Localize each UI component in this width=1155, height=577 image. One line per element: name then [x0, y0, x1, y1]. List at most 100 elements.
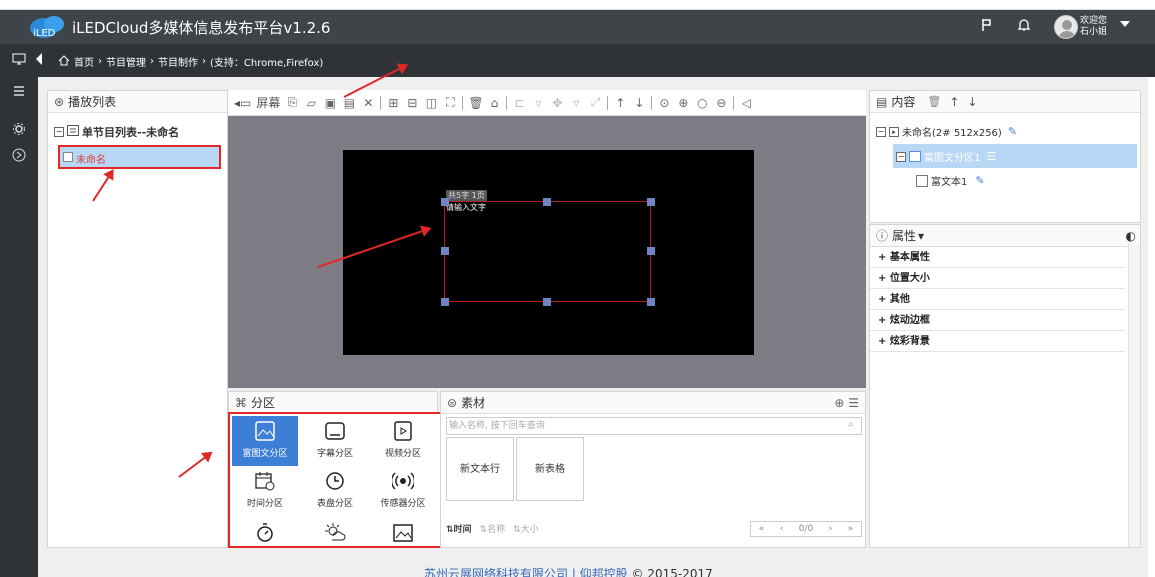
lock-icon[interactable]: ⌂: [490, 95, 499, 110]
clock-icon: [323, 470, 347, 494]
save-icon[interactable]: ▣: [324, 95, 337, 110]
partition-rich-text[interactable]: 富图文分区: [232, 416, 298, 466]
user-welcome[interactable]: 欢迎您 石小姐: [1080, 16, 1107, 38]
home-icon[interactable]: [58, 54, 70, 69]
prop-position-size[interactable]: + 位置大小: [870, 269, 1125, 289]
resize-handle[interactable]: [441, 247, 449, 255]
collapse-sidebar-icon[interactable]: [36, 53, 42, 65]
move-down-icon[interactable]: ↓: [634, 95, 645, 110]
play-icon[interactable]: ⊙: [659, 95, 670, 110]
partition-time[interactable]: 时间分区: [232, 466, 298, 516]
footer-company[interactable]: 苏州云展网络科技有限公司 | 仰邦控股: [424, 567, 628, 577]
properties-scrollbar[interactable]: [1128, 244, 1140, 547]
content-region[interactable]: − 富图文分区1 ☰: [896, 149, 996, 164]
sort-size[interactable]: ⇅大小: [513, 525, 539, 535]
partition-weather[interactable]: [302, 518, 368, 546]
material-card-text-line[interactable]: 新文本行: [446, 437, 514, 501]
flag-icon[interactable]: [978, 18, 996, 36]
fit-icon[interactable]: ◫: [425, 95, 438, 110]
first-page-icon[interactable]: «: [758, 524, 765, 534]
close-icon[interactable]: ✕: [363, 95, 374, 110]
prop-border[interactable]: + 炫动边框: [870, 311, 1125, 331]
rich-text-region[interactable]: [444, 201, 651, 302]
resize-handle[interactable]: [543, 198, 551, 206]
toolbar-divider: [462, 95, 464, 110]
caret-down-icon[interactable]: ▾: [918, 228, 925, 243]
play-circle-icon[interactable]: [11, 148, 27, 164]
partition-subtitle[interactable]: 字幕分区: [302, 416, 368, 466]
add-material-icon[interactable]: ⊕ ☰: [834, 395, 859, 410]
resize-handle[interactable]: [441, 298, 449, 306]
zoom-in-icon[interactable]: ⊞: [388, 95, 399, 110]
breadcrumb-program-make[interactable]: 节目制作: [158, 58, 198, 69]
partition-image[interactable]: [370, 518, 436, 546]
screen-button[interactable]: 屏幕: [256, 96, 281, 110]
zoom-out-icon[interactable]: ⊟: [407, 95, 418, 110]
resize-handle[interactable]: [543, 298, 551, 306]
circle-icon[interactable]: ○: [697, 95, 708, 110]
partition-video[interactable]: 视频分区: [370, 416, 436, 466]
content-up-icon[interactable]: ↑: [949, 94, 960, 109]
material-card-table[interactable]: 新表格: [516, 437, 584, 501]
resize-handle[interactable]: [647, 298, 655, 306]
next-page-icon[interactable]: ›: [828, 524, 833, 534]
resize-handle[interactable]: [647, 198, 655, 206]
resize-icon[interactable]: ⤢: [590, 95, 601, 109]
resize-handle[interactable]: [441, 198, 449, 206]
list-icon[interactable]: [11, 84, 27, 100]
collapse-icon[interactable]: −: [896, 151, 906, 162]
breadcrumb-program-manage[interactable]: 节目管理: [106, 58, 146, 69]
search-icon[interactable]: ⌕: [848, 419, 854, 430]
align-icon[interactable]: ⊏: [514, 95, 525, 110]
gear-icon[interactable]: [11, 122, 27, 138]
partition-timer[interactable]: [232, 518, 298, 546]
sort-time[interactable]: ⇅时间: [446, 525, 472, 535]
properties-header[interactable]: ⓘ 属性 ▾ ◐: [870, 225, 1140, 247]
collapse-icon[interactable]: −: [876, 126, 886, 137]
prev-page-icon[interactable]: ‹: [779, 524, 784, 534]
breadcrumb-home[interactable]: 首页: [74, 58, 94, 69]
material-search-input[interactable]: 输入名称, 按下回车查询: [446, 417, 862, 435]
move-dropdown-icon[interactable]: ▿: [573, 95, 580, 110]
save-as-icon[interactable]: ▤: [343, 95, 356, 110]
toggle-icon[interactable]: ◐: [1125, 228, 1136, 243]
playlist-root[interactable]: − 单节目列表--未命名: [54, 124, 179, 140]
program-item[interactable]: 未命名: [58, 145, 221, 169]
monitor-icon[interactable]: [11, 52, 27, 68]
add-circle-icon[interactable]: ⊕: [678, 95, 689, 110]
collapse-icon[interactable]: −: [54, 127, 64, 137]
program-icon: [63, 152, 73, 162]
new-icon[interactable]: ⎘: [287, 95, 298, 109]
content-delete-icon[interactable]: 🗑: [927, 95, 942, 108]
avatar[interactable]: [1054, 15, 1078, 39]
move-up-icon[interactable]: ↑: [615, 95, 626, 110]
sort-name[interactable]: ⇅名称: [479, 525, 506, 535]
bell-icon[interactable]: [1015, 18, 1033, 36]
send-icon[interactable]: ◁: [741, 95, 751, 110]
edit-icon[interactable]: ✎: [1007, 125, 1018, 138]
content-leaf[interactable]: 富文本1 ✎: [916, 173, 985, 188]
content-root[interactable]: − ▸ 未命名(2# 512x256) ✎: [876, 124, 1017, 139]
content-down-icon[interactable]: ↓: [967, 94, 978, 109]
resize-handle[interactable]: [647, 247, 655, 255]
user-menu-caret-icon[interactable]: [1120, 21, 1130, 27]
region-placeholder-text[interactable]: 请输入文字: [446, 203, 486, 212]
content-region-row[interactable]: [893, 144, 1137, 168]
last-page-icon[interactable]: »: [847, 524, 854, 534]
led-screen-canvas[interactable]: [343, 150, 754, 355]
edit-icon[interactable]: ✎: [975, 174, 985, 187]
prop-background[interactable]: + 炫彩背景: [870, 332, 1125, 352]
open-folder-icon[interactable]: ▱: [306, 95, 316, 110]
partition-dial[interactable]: 表盘分区: [302, 466, 368, 516]
align-dropdown-icon[interactable]: ▿: [535, 95, 542, 110]
fullscreen-icon[interactable]: ⛶: [446, 95, 455, 109]
stopwatch-icon: [253, 522, 277, 546]
prop-basic[interactable]: + 基本属性: [870, 248, 1125, 268]
list-icon[interactable]: ☰: [986, 150, 997, 163]
move-icon[interactable]: ✥: [552, 95, 563, 110]
prop-other[interactable]: + 其他: [870, 290, 1125, 310]
minus-circle-icon[interactable]: ⊖: [716, 95, 727, 110]
screen-icon[interactable]: ◂▭: [234, 95, 252, 110]
delete-icon[interactable]: 🗑: [468, 95, 484, 110]
partition-sensor[interactable]: 传感器分区: [370, 466, 436, 516]
